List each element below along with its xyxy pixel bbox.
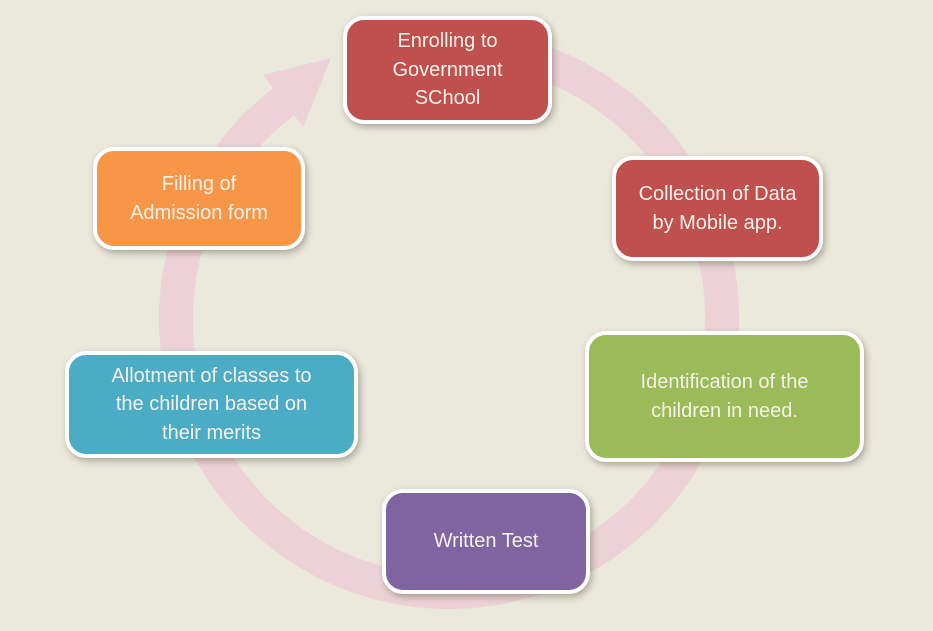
step-identification-of-children: Identification of the children in need. bbox=[585, 331, 864, 462]
step-label: Written Test bbox=[433, 530, 539, 553]
step-label: Filling of Admission form bbox=[130, 173, 268, 224]
step-enrolling-government-school: Enrolling to Government SChool bbox=[343, 16, 552, 124]
step-filling-admission-form: Filling of Admission form bbox=[93, 147, 305, 250]
step-label: Collection of Data by Mobile app. bbox=[638, 183, 797, 234]
step-collection-of-data: Collection of Data by Mobile app. bbox=[612, 156, 823, 261]
step-written-test: Written Test bbox=[382, 489, 590, 594]
step-label: Allotment of classes to the children bas… bbox=[111, 364, 312, 444]
step-allotment-of-classes: Allotment of classes to the children bas… bbox=[65, 351, 358, 458]
step-label: Enrolling to Government SChool bbox=[392, 30, 503, 110]
step-label: Identification of the children in need. bbox=[640, 371, 809, 422]
arrowhead-icon bbox=[263, 58, 331, 127]
